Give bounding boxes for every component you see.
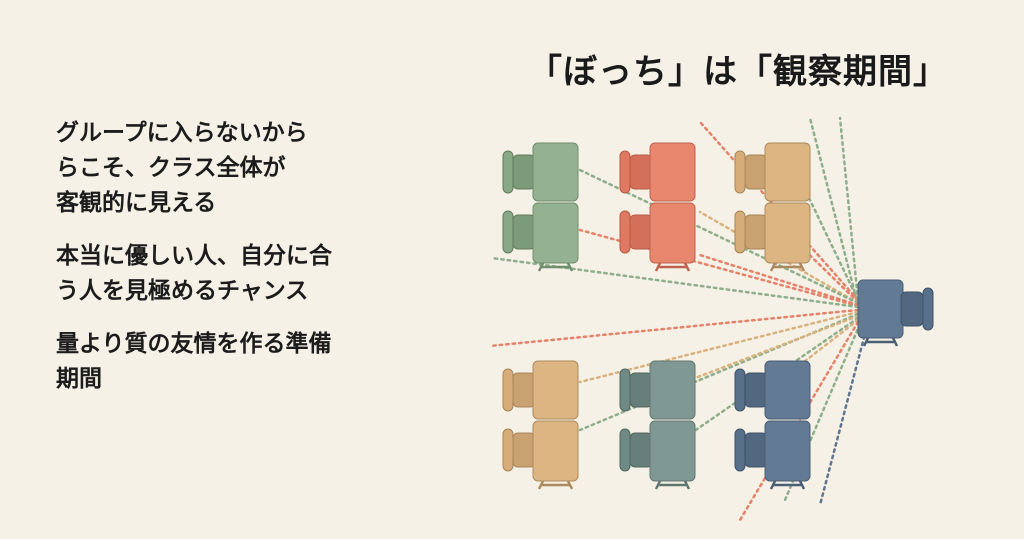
desk-group-bottom-left [502,360,579,490]
desk-group-top-right [734,142,811,272]
desk-group-bottom-middle [619,360,696,490]
solo-desk [857,279,934,347]
desk-group-top-middle [619,142,696,272]
page-title: 「ぼっち」は「観察期間」 [528,52,948,92]
key-points-list: グループに入らないから らこそ、クラス全体が 客観的に見える 本当に優しい人、自… [56,116,436,415]
desk-group-bottom-right [734,360,811,490]
key-point-discern: 本当に優しい人、自分に合 う人を見極めるチャンス [56,243,332,304]
key-point-quality: 量より質の友情を作る準備 期間 [56,331,332,392]
key-point-observe: グループに入らないから らこそ、クラス全体が 客観的に見える [56,120,308,216]
desk-group-top-left [502,142,579,272]
